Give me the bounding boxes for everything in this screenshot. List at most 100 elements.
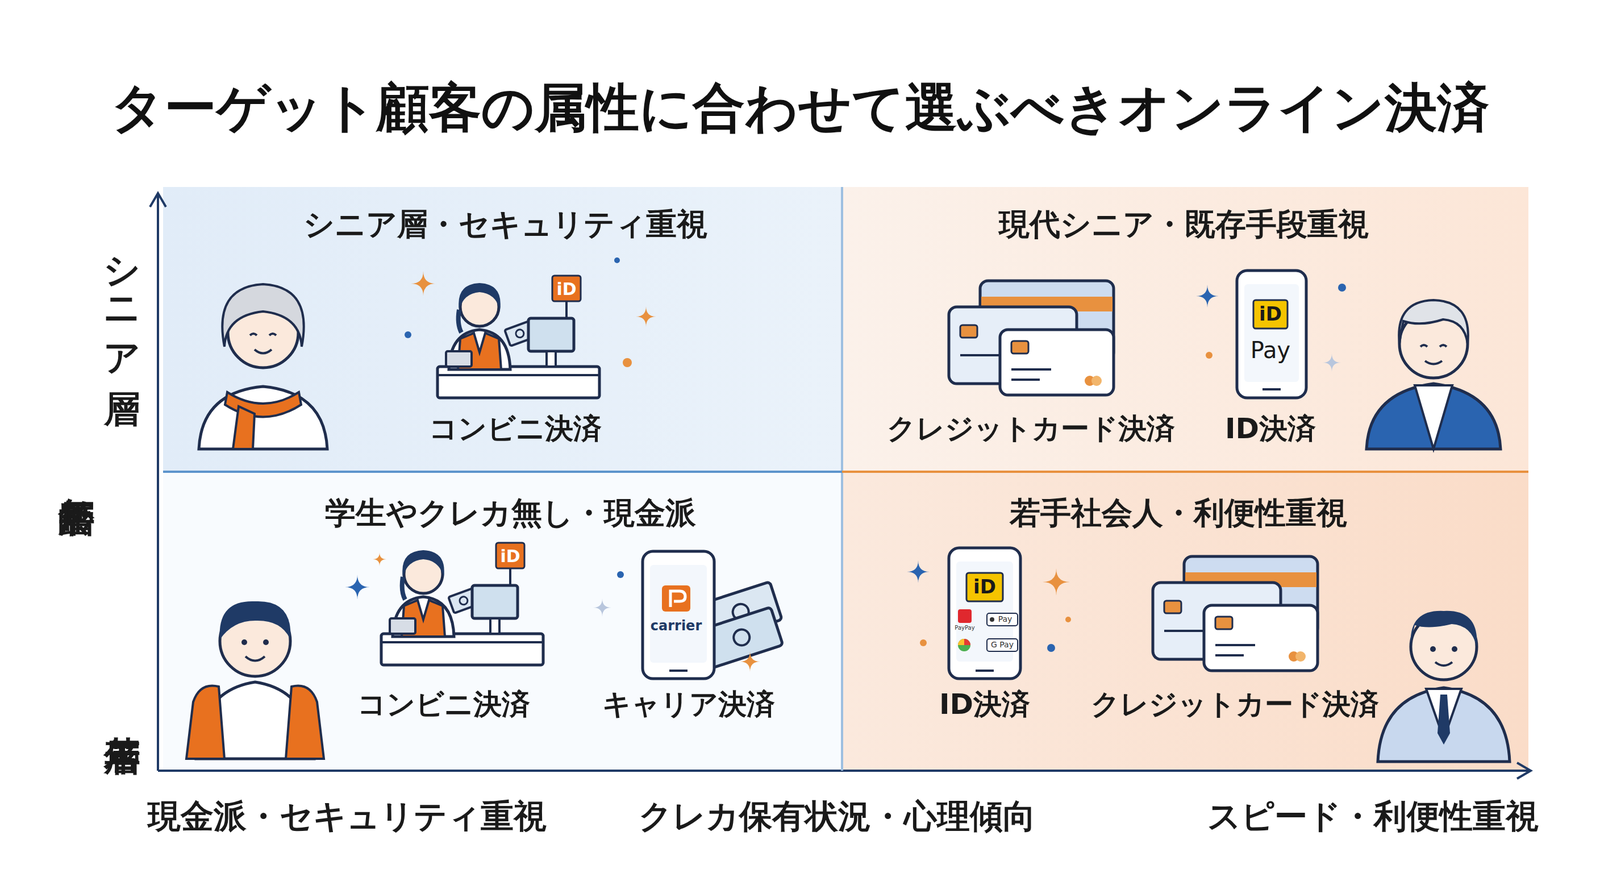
student-boy xyxy=(241,639,248,645)
cash-bills xyxy=(700,606,783,668)
cashier-illustration xyxy=(381,542,544,665)
senior-man xyxy=(1420,344,1428,347)
phone-illustration xyxy=(1236,270,1307,398)
senior-man xyxy=(1399,309,1468,378)
young-businessman xyxy=(1410,613,1477,680)
phone-illustration xyxy=(948,547,1021,679)
sparkle-decoration xyxy=(410,271,436,297)
axis-label: スピード・利便性重視 xyxy=(1207,798,1539,835)
axis-title: 年齢層 xyxy=(56,468,97,475)
student-boy xyxy=(186,685,225,759)
phone-illustration xyxy=(642,551,715,679)
cash-bills xyxy=(699,581,783,668)
senior-woman xyxy=(198,284,328,449)
young-businessman xyxy=(1451,646,1458,652)
young-businessman xyxy=(1426,688,1462,739)
axis-lines xyxy=(150,193,1531,779)
senior-woman xyxy=(269,333,277,336)
senior-man xyxy=(1398,300,1469,344)
sparkle-decoration xyxy=(635,306,657,327)
phone-illustration xyxy=(642,551,715,679)
phone-illustration xyxy=(1253,300,1288,329)
phone-illustration xyxy=(957,609,972,623)
phone-illustration xyxy=(966,572,1003,602)
axis-label: 若年層 xyxy=(102,706,143,714)
quadrant-dividers xyxy=(842,470,1529,473)
young-businessman xyxy=(1377,687,1510,762)
axis-label: シニア層 xyxy=(102,231,143,366)
sparkle-decoration xyxy=(372,552,387,566)
sparkle-decoration xyxy=(404,331,412,339)
cashier-illustration xyxy=(437,275,600,398)
payment-method-label: ID決済 xyxy=(1225,413,1316,445)
senior-woman xyxy=(198,386,328,449)
cash-bills xyxy=(700,606,783,668)
phone-illustration xyxy=(650,564,707,663)
cash-bills xyxy=(731,627,752,648)
student-boy xyxy=(186,601,324,759)
phone-illustration xyxy=(1236,270,1307,398)
senior-man xyxy=(1425,360,1443,365)
young-businessman xyxy=(1410,610,1478,647)
sparkle-decoration xyxy=(344,574,370,600)
young-businessman xyxy=(1430,646,1436,652)
phone-illustration xyxy=(670,590,686,607)
phone-illustration xyxy=(948,547,1021,679)
student-boy xyxy=(196,681,315,759)
young-businessman xyxy=(1377,610,1510,762)
senior-woman xyxy=(227,297,299,368)
sparkle-decoration xyxy=(1065,616,1072,623)
axis-lines xyxy=(157,769,1530,772)
student-boy xyxy=(219,605,291,677)
phone-illustration xyxy=(986,613,1018,626)
quadrant-heading: シニア層・セキュリティ重視 xyxy=(303,207,708,241)
sparkle-decoration xyxy=(622,357,632,368)
axis-label: 現金派・セキュリティ重視 xyxy=(147,798,547,835)
payment-method-label: ID決済 xyxy=(939,688,1031,720)
axis-title: クレカ保有状況・心理傾向 xyxy=(638,798,1036,835)
quadrant-box: シニア層・セキュリティ重視コンビニ決済 xyxy=(163,186,843,472)
payment-method-label: クレジットカード決済 xyxy=(1090,688,1379,720)
senior-woman xyxy=(254,349,272,354)
phone-illustration xyxy=(989,617,995,622)
phone-illustration xyxy=(986,638,1018,652)
young-businessman xyxy=(1437,694,1450,745)
sparkle-decoration xyxy=(906,560,930,583)
sparkle-decoration xyxy=(1322,353,1341,372)
student-boy xyxy=(285,685,324,759)
axis-lines xyxy=(156,194,160,771)
quadrant-heading: 現代シニア・既存手段重視 xyxy=(998,207,1369,241)
sparkle-decoration xyxy=(617,571,624,578)
student-boy xyxy=(245,656,265,661)
payment-method-label: コンビニ決済 xyxy=(357,688,531,720)
diagram-title: ターゲット顧客の属性に合わせて選ぶべきオンライン決済 xyxy=(110,78,1490,137)
phone-illustration xyxy=(661,585,691,612)
payment-method-label: クレジットカード決済 xyxy=(886,413,1175,445)
phone-illustration xyxy=(1244,284,1299,382)
sparkle-decoration xyxy=(344,257,1347,672)
cash-bills xyxy=(699,581,782,643)
payment-method-label: キャリア決済 xyxy=(602,688,775,720)
senior-woman xyxy=(222,284,304,347)
phone-illustration xyxy=(975,669,994,672)
quadrant-box: 学生やクレカ無し・現金派コンビニ決済キャリア決済 xyxy=(163,471,843,771)
young-businessman xyxy=(1435,661,1453,666)
phone-illustration xyxy=(1262,388,1281,391)
sparkle-decoration xyxy=(1205,351,1213,359)
phone-illustration xyxy=(956,561,1014,662)
senior-woman xyxy=(250,333,257,336)
senior-man xyxy=(1366,383,1501,449)
sparkle-decoration xyxy=(1047,643,1056,652)
cash-bills xyxy=(699,581,782,643)
sparkle-decoration xyxy=(593,598,612,617)
quadrant-dividers xyxy=(163,186,1529,771)
senior-woman xyxy=(232,406,255,449)
senior-man xyxy=(1439,344,1447,347)
axis-lines xyxy=(150,193,166,207)
quadrant-box: 現代シニア・既存手段重視クレジットカード決済 ID決済 xyxy=(842,186,1529,472)
senior-man xyxy=(1414,385,1453,449)
credit-card-illustration xyxy=(948,280,1114,395)
sparkle-decoration xyxy=(1338,283,1347,292)
axis-lines xyxy=(1517,762,1531,779)
